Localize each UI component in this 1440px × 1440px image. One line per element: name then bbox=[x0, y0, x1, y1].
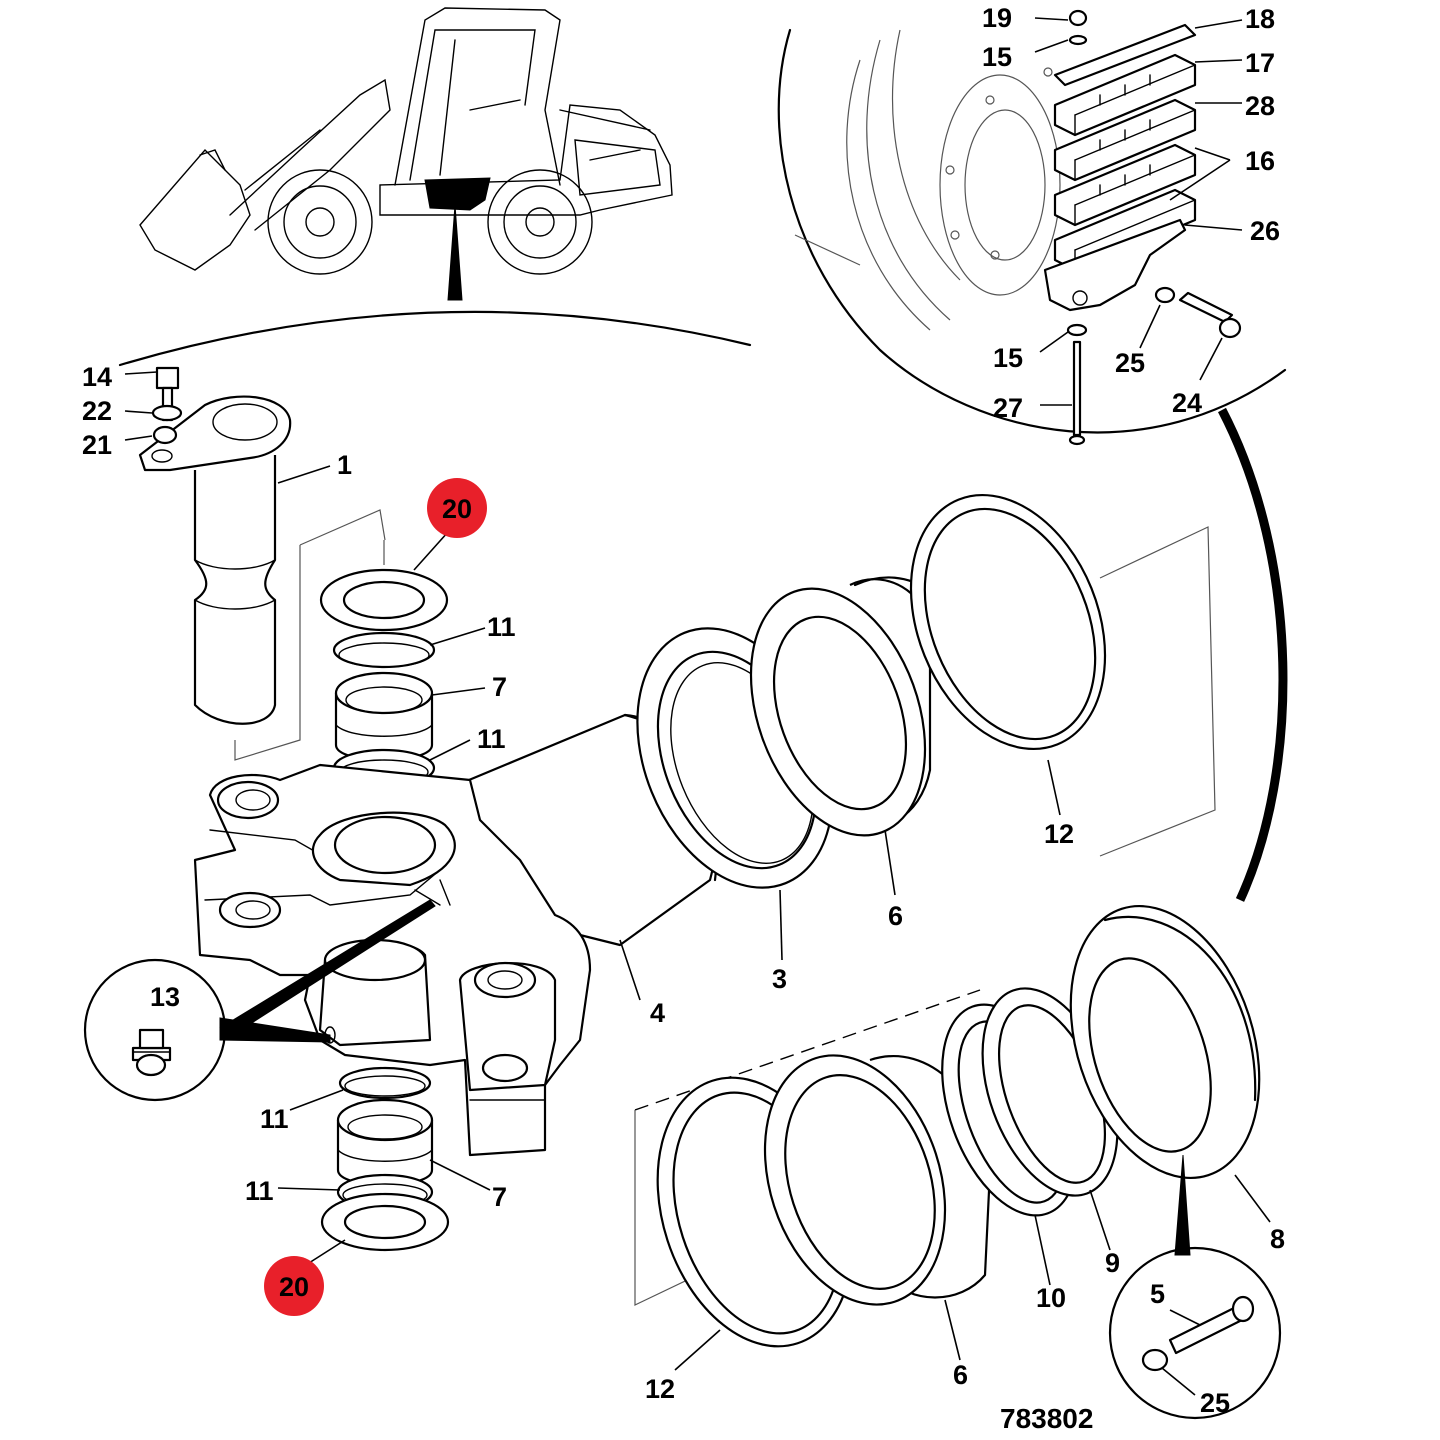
kingpin-assembly bbox=[138, 366, 292, 725]
callout-5: 5 bbox=[1150, 1279, 1165, 1309]
callout-24: 24 bbox=[1172, 388, 1202, 418]
hub-rings-lower bbox=[656, 905, 1261, 1348]
callout-10: 10 bbox=[1036, 1283, 1066, 1313]
callout-14: 14 bbox=[82, 362, 112, 392]
callout-12: 12 bbox=[645, 1374, 675, 1404]
detail-arc bbox=[118, 310, 752, 367]
diagram-reference-number: 783802 bbox=[1000, 1403, 1093, 1434]
callout-27: 27 bbox=[993, 393, 1023, 423]
callout-17: 17 bbox=[1245, 48, 1275, 78]
callout-21: 21 bbox=[82, 430, 112, 460]
axle-housing bbox=[193, 713, 718, 1157]
callout-11: 11 bbox=[245, 1176, 274, 1206]
callout-9: 9 bbox=[1105, 1248, 1120, 1278]
callout-13: 13 bbox=[150, 982, 180, 1012]
callout-labels: 14 22 21 1 20 11 7 11 13 4 3 6 12 11 11 … bbox=[82, 3, 1285, 1434]
callout-19: 19 bbox=[982, 3, 1012, 33]
callout-12: 12 bbox=[1044, 819, 1074, 849]
highlight-marker-20-lower bbox=[264, 1256, 324, 1316]
callout-1: 1 bbox=[337, 450, 352, 480]
callout-3: 3 bbox=[772, 964, 787, 994]
callout-18: 18 bbox=[1245, 4, 1275, 34]
callout-26: 26 bbox=[1250, 216, 1280, 246]
guide-line bbox=[634, 989, 981, 1111]
callout-7: 7 bbox=[492, 672, 507, 702]
hub-rings-upper bbox=[636, 493, 1107, 889]
callout-25: 25 bbox=[1115, 348, 1145, 378]
leader-curve bbox=[1218, 407, 1288, 902]
guide-line bbox=[1099, 526, 1216, 857]
bolt-washer-inset bbox=[1108, 1154, 1282, 1420]
lower-bearing-stack bbox=[320, 1066, 450, 1252]
callout-20: 20 bbox=[279, 1272, 309, 1302]
callout-22: 22 bbox=[82, 396, 112, 426]
callout-25: 25 bbox=[1200, 1388, 1230, 1418]
callout-6: 6 bbox=[953, 1360, 968, 1390]
callout-28: 28 bbox=[1245, 91, 1275, 121]
guide-line bbox=[299, 509, 386, 546]
callout-20: 20 bbox=[442, 494, 472, 524]
callout-16: 16 bbox=[1245, 146, 1275, 176]
callout-8: 8 bbox=[1270, 1224, 1285, 1254]
damper-detail-inset bbox=[777, 9, 1287, 446]
highlight-marker-20-upper bbox=[427, 478, 487, 538]
callout-7: 7 bbox=[492, 1182, 507, 1212]
guide-line bbox=[234, 545, 301, 761]
callout-15: 15 bbox=[982, 42, 1012, 72]
callout-11: 11 bbox=[260, 1104, 289, 1134]
callout-4: 4 bbox=[650, 998, 665, 1028]
leader-lines bbox=[124, 17, 1271, 1396]
grease-nipple-inset bbox=[83, 899, 436, 1102]
wheel-loader-illustration bbox=[139, 7, 673, 301]
callout-6: 6 bbox=[888, 901, 903, 931]
callout-15: 15 bbox=[993, 343, 1023, 373]
callout-11: 11 bbox=[487, 612, 516, 642]
callout-11: 11 bbox=[477, 724, 506, 754]
